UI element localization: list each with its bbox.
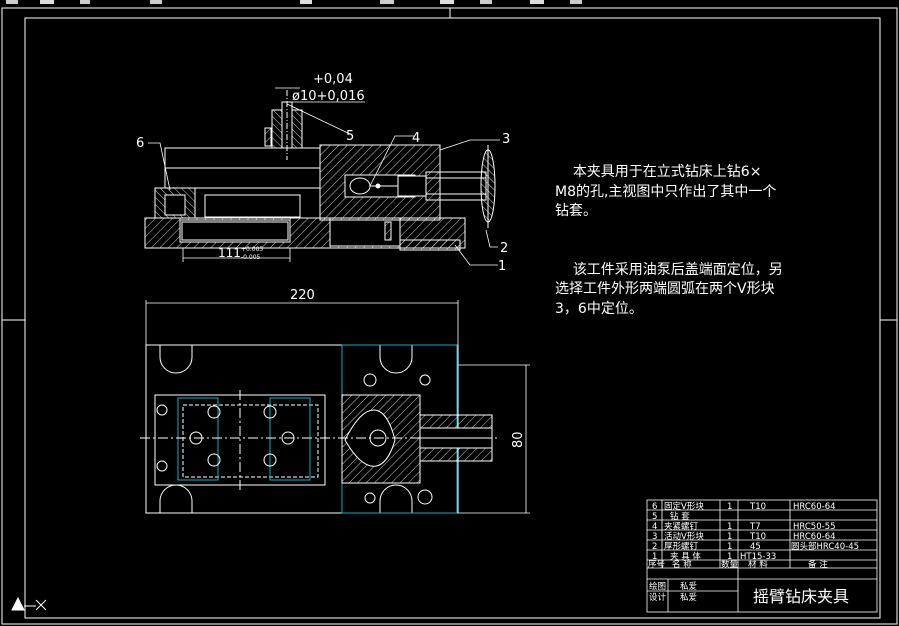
parts-list: 6 固定V形块 1 T10 HRC60-64 5 钻 套 4 夹紧螺钉 1 T7…	[648, 501, 859, 606]
front-view-dimensions	[148, 87, 500, 266]
technical-note: 本夹具用于在立式钻床上钻6× M8的孔,主视图中只作出了其中一个钻套。 该工件采…	[555, 124, 785, 339]
svg-text:4: 4	[652, 522, 657, 532]
new-icon[interactable]	[6, 0, 18, 4]
svg-text:1: 1	[727, 502, 732, 512]
svg-text:HRC60-64: HRC60-64	[793, 502, 836, 512]
svg-text:私爱: 私爱	[680, 593, 697, 603]
callout-6: 6	[136, 136, 144, 151]
svg-text:夹 具 体: 夹 具 体	[670, 551, 701, 562]
svg-text:T10: T10	[749, 532, 766, 542]
drawing-title: 摇臂钻床夹具	[753, 587, 849, 606]
length-tol-upper: +0.005	[241, 246, 263, 253]
callout-4: 4	[412, 131, 420, 146]
undo-icon[interactable]	[300, 0, 312, 4]
svg-text:备 注: 备 注	[808, 559, 828, 570]
length-dim: 111	[218, 246, 241, 260]
callout-1: 1	[498, 259, 506, 274]
workpiece-outline	[177, 397, 219, 481]
svg-text:私爱: 私爱	[680, 582, 697, 592]
svg-text:序号: 序号	[648, 559, 665, 570]
open-icon[interactable]	[40, 0, 54, 4]
note-paragraph-2: 该工件采用油泵后盖端面定位，另选择工件外形两端圆弧在两个V形块3，6中定位。	[555, 261, 783, 317]
ucs-icon	[11, 596, 47, 611]
svg-text:名 称: 名 称	[672, 559, 692, 570]
svg-text:厚形螺钉: 厚形螺钉	[664, 541, 699, 552]
top-view-labels: 220 80	[290, 288, 526, 448]
svg-text:5: 5	[652, 512, 657, 522]
drawing-border	[1, 7, 898, 625]
redo-icon[interactable]	[380, 0, 394, 4]
svg-text:钻 套: 钻 套	[670, 511, 690, 522]
svg-text:6: 6	[652, 502, 657, 512]
print-icon[interactable]	[150, 0, 162, 4]
svg-text:圆头部HRC40-45: 圆头部HRC40-45	[791, 541, 859, 552]
svg-text:1: 1	[652, 552, 657, 562]
save-icon[interactable]	[80, 0, 90, 4]
svg-text:HRC60-64: HRC60-64	[793, 532, 836, 542]
width-dim: 220	[290, 288, 315, 303]
svg-text:45: 45	[750, 542, 761, 552]
zoom-icon[interactable]	[480, 0, 492, 4]
layer-icon[interactable]	[570, 0, 582, 4]
top-toolbar[interactable]	[0, 0, 620, 6]
pan-icon[interactable]	[440, 0, 454, 4]
svg-text:2: 2	[652, 542, 657, 552]
length-tol-lower: -0.005	[241, 254, 261, 261]
svg-text:固定V形块: 固定V形块	[664, 501, 704, 512]
properties-icon[interactable]	[530, 0, 544, 4]
note-paragraph-1: 本夹具用于在立式钻床上钻6× M8的孔,主视图中只作出了其中一个钻套。	[555, 164, 777, 219]
svg-text:1: 1	[727, 542, 732, 552]
svg-text:HT15-33: HT15-33	[740, 552, 776, 562]
svg-text:材 料: 材 料	[748, 559, 768, 570]
front-view-labels: +0,04 ø10+0,016 111 +0.005 -0.005 6 5 4 …	[136, 72, 510, 274]
callout-5: 5	[346, 129, 354, 144]
tolerance-upper: +0,04	[313, 72, 353, 87]
svg-text:1: 1	[727, 522, 732, 532]
svg-text:HRC50-55: HRC50-55	[793, 522, 836, 532]
height-dim: 80	[511, 431, 526, 448]
svg-text:数量: 数量	[721, 559, 739, 570]
svg-text:夹紧螺钉: 夹紧螺钉	[664, 521, 699, 532]
svg-text:T10: T10	[749, 502, 766, 512]
callout-3: 3	[502, 132, 510, 147]
front-view	[144, 90, 496, 251]
svg-text:1: 1	[727, 552, 732, 562]
svg-text:绘图: 绘图	[649, 581, 666, 592]
svg-text:设计: 设计	[649, 592, 667, 603]
title-block	[646, 499, 878, 613]
svg-text:1: 1	[727, 532, 732, 542]
top-view-dimensions	[145, 300, 530, 514]
svg-text:3: 3	[652, 532, 657, 542]
svg-text:T7: T7	[749, 522, 761, 532]
svg-text:活动V形块: 活动V形块	[664, 531, 704, 542]
callout-2: 2	[500, 241, 508, 256]
diameter-dim: ø10+0,016	[292, 89, 365, 104]
top-view	[140, 344, 500, 514]
